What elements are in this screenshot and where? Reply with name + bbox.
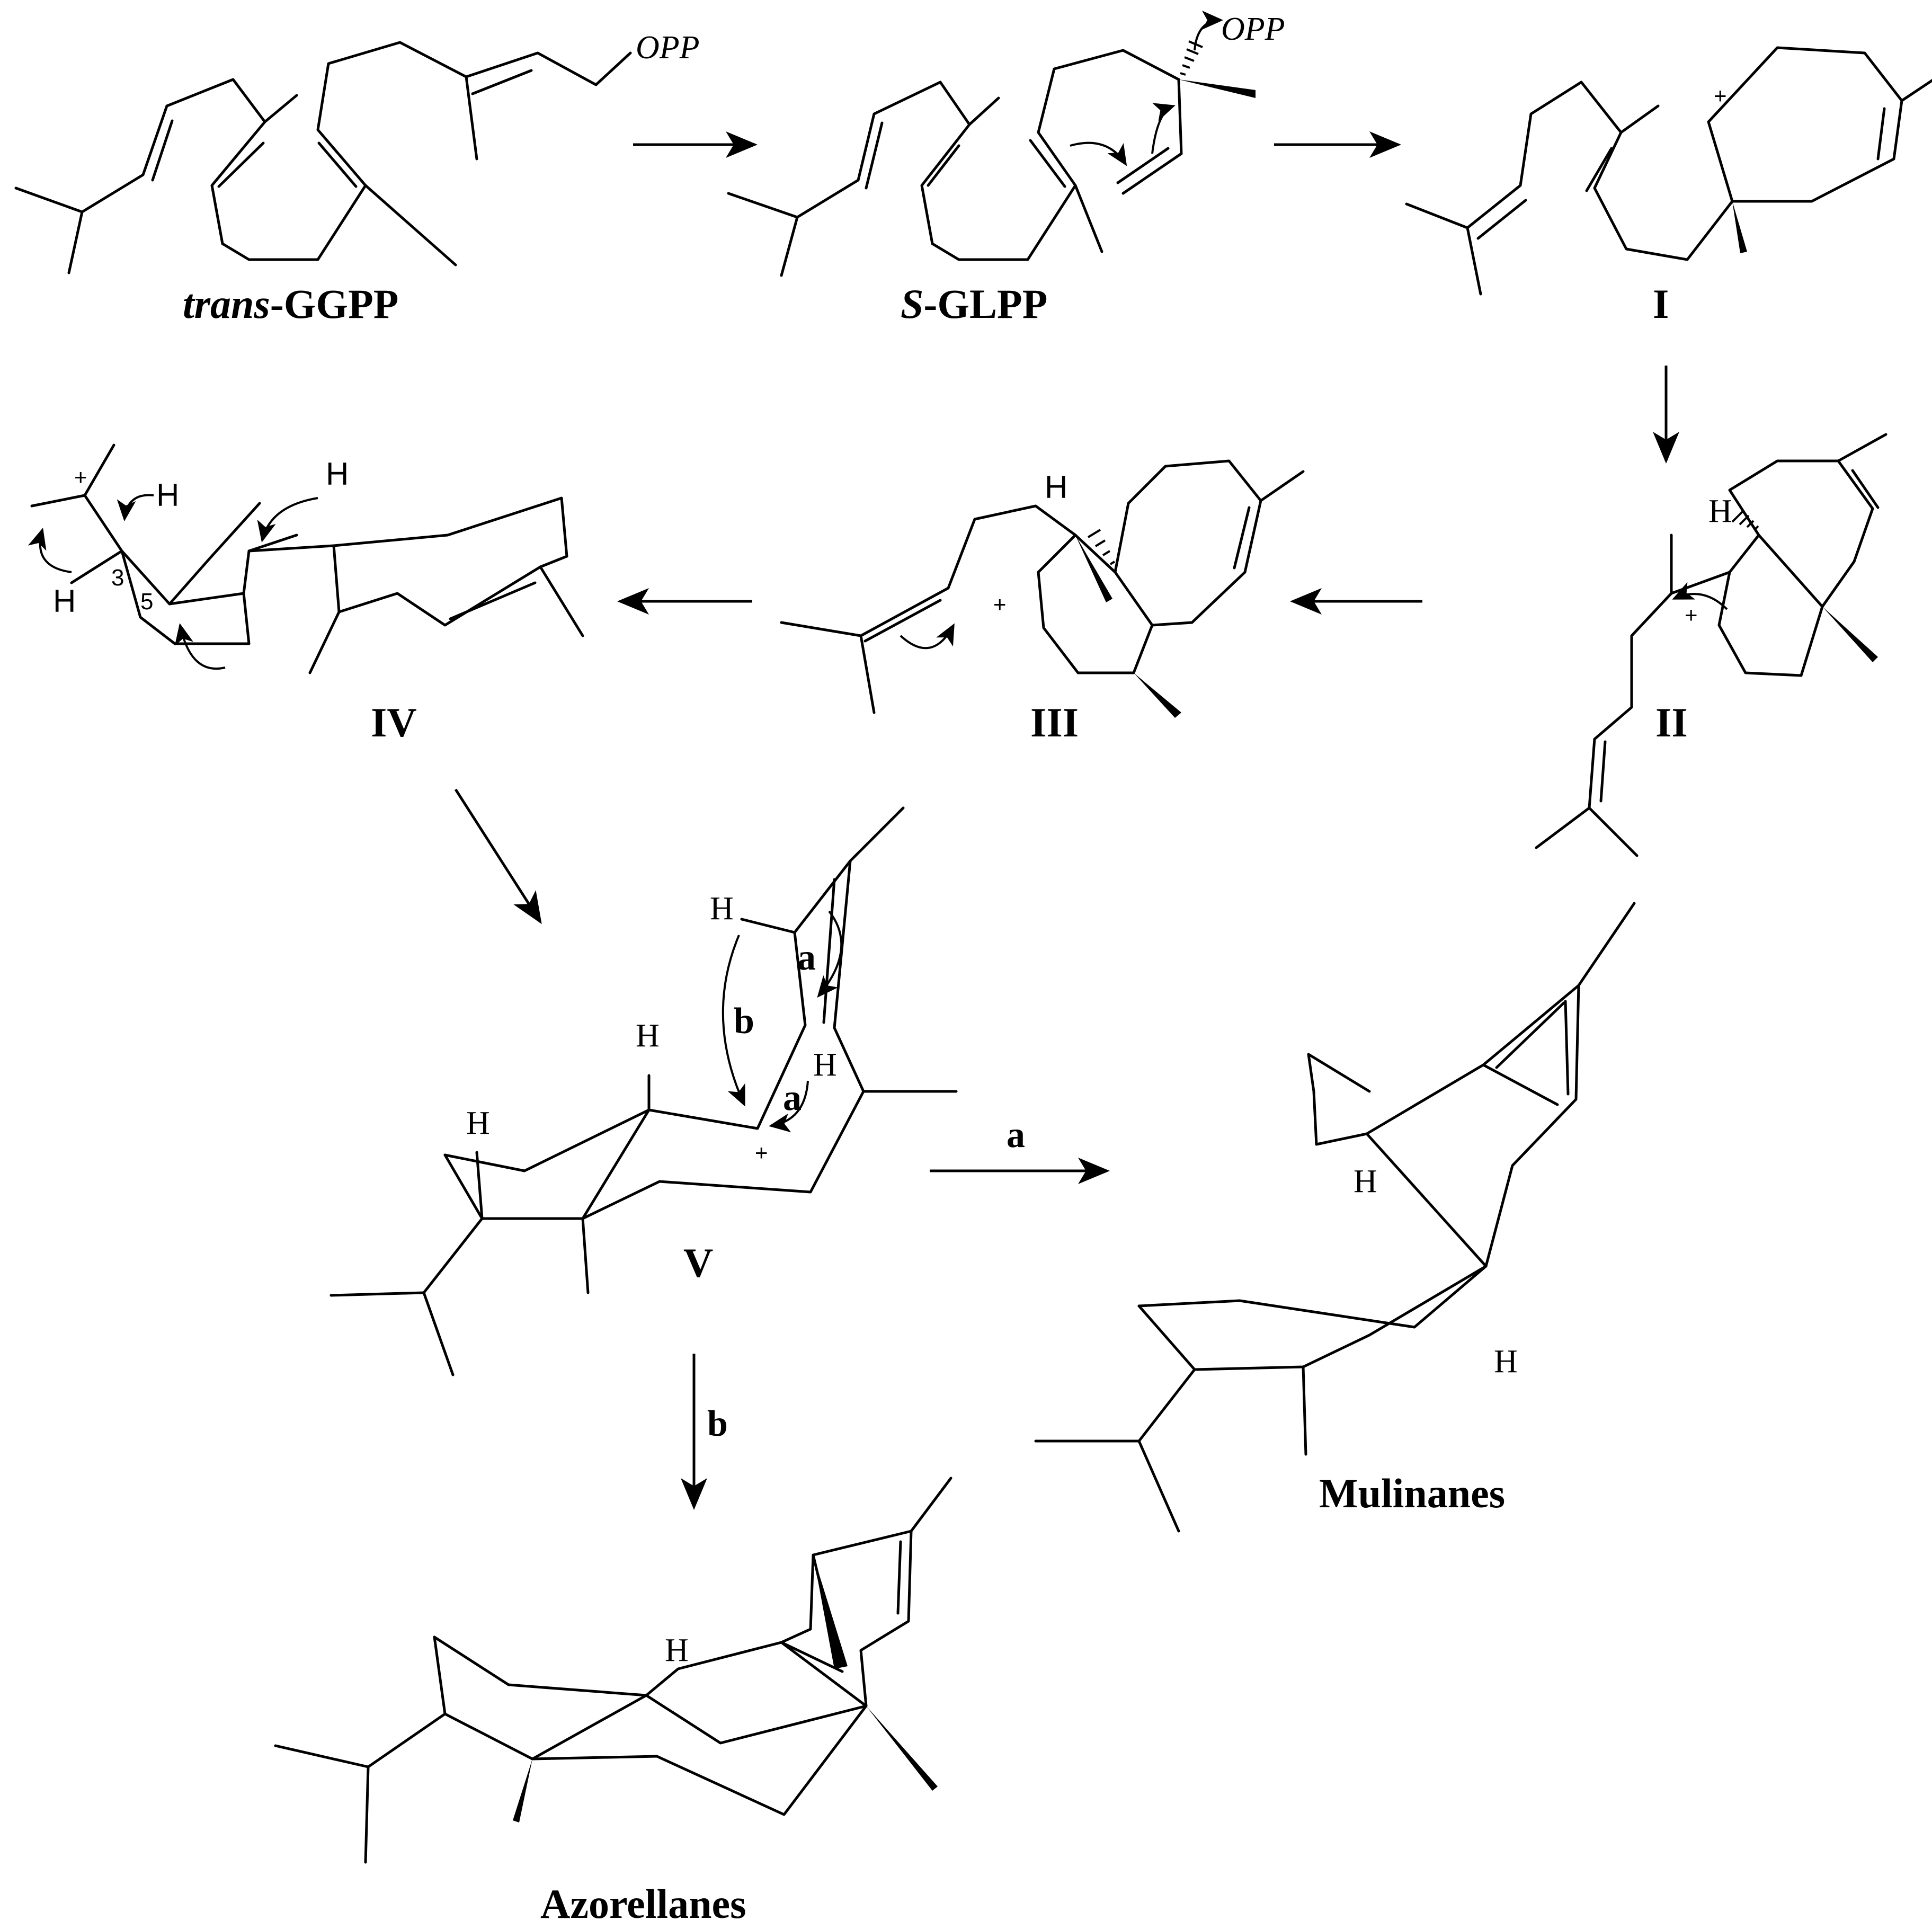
iv-shift-arrow-1 — [117, 494, 154, 521]
v-cation-charge: + — [755, 1140, 768, 1165]
glpp-opp-hash — [1180, 40, 1203, 76]
iv-h-atom-1: H — [156, 477, 179, 513]
iv-shift-arrow-4 — [174, 623, 226, 670]
azorellanes-bridge-wedge — [813, 1555, 848, 1669]
cation-iii-structure — [780, 459, 1305, 714]
iv-locant-5: 5 — [140, 589, 153, 615]
azorellanes-h-atom: H — [665, 1632, 689, 1668]
cation-iv-structure — [30, 443, 584, 674]
v-h-atom-3: H — [813, 1047, 837, 1083]
mulinanes-label: Mulinanes — [1319, 1470, 1505, 1516]
iv-shift-arrow-3 — [28, 528, 72, 573]
iii-h-atom: H — [1045, 469, 1067, 505]
iv-shift-arrow-2 — [257, 497, 318, 543]
iii-methyl-wedge-2 — [1134, 673, 1181, 718]
glpp-opp-label: OPP — [1221, 11, 1285, 47]
mulinanes-structure — [1034, 902, 1636, 1533]
pathway-a-label: a — [1007, 1115, 1025, 1155]
v-arrow-a-2 — [769, 1080, 809, 1133]
compound-i-label: I — [1653, 281, 1669, 327]
v-h-atom-1: H — [710, 891, 734, 927]
azorellanes-structure — [274, 1477, 952, 1864]
compound-iii-label: III — [1030, 699, 1079, 745]
pathway-b-label: b — [707, 1403, 728, 1444]
compound-iv-label: IV — [371, 699, 417, 745]
v-arrow-a-1 — [817, 910, 843, 998]
azorellanes-label: Azorellanes — [540, 1881, 746, 1927]
iv-locant-3: 3 — [111, 565, 124, 591]
iv-cation-charge: + — [74, 465, 87, 490]
i-cation-charge: + — [1714, 83, 1727, 108]
v-pathway-a-label-2: a — [783, 1078, 802, 1118]
s-glpp-label: S-GLPP — [901, 281, 1047, 327]
compound-v-label: V — [683, 1240, 713, 1286]
ii-shift-arrow — [1672, 582, 1728, 610]
v-h-atom-2: H — [636, 1018, 660, 1054]
arrow-iv-to-v — [454, 788, 542, 925]
ii-methyl-wedge — [1822, 607, 1878, 662]
mulinanes-h-atom-1: H — [1354, 1163, 1377, 1199]
iv-h-atom-3: H — [53, 583, 76, 619]
ii-h-atom: H — [1708, 493, 1732, 529]
ii-h-hash — [1731, 509, 1759, 531]
compound-ii-label: II — [1655, 699, 1688, 745]
azorellanes-methyl-wedge-1 — [513, 1759, 532, 1823]
azorellanes-methyl-wedge-2 — [866, 1706, 938, 1791]
ii-cation-charge: + — [1685, 602, 1698, 627]
trans-ggpp-structure — [14, 41, 632, 274]
glpp-ionization-arrow — [1194, 11, 1223, 51]
glpp-methyl-wedge — [1179, 79, 1256, 98]
v-pathway-b-label: b — [734, 1001, 754, 1042]
iii-methyl-wedge-1 — [1075, 535, 1112, 602]
v-h-atom-4: H — [466, 1105, 490, 1141]
mulinanes-h-atom-2: H — [1494, 1344, 1518, 1380]
cation-i-structure — [1405, 46, 1932, 296]
glpp-cyclization-arrow-1 — [1070, 141, 1127, 166]
ggpp-opp-label: OPP — [636, 30, 700, 66]
i-methyl-wedge — [1732, 201, 1747, 253]
iv-h-atom-2: H — [326, 456, 349, 492]
v-pathway-a-label-1: a — [797, 937, 816, 978]
iii-cyclization-arrow — [900, 623, 955, 650]
iii-h-hash — [1087, 529, 1116, 565]
v-arrow-b — [722, 935, 745, 1107]
cation-v-structure — [330, 806, 958, 1376]
iii-cation-charge: + — [993, 592, 1007, 617]
glpp-cyclization-arrow-2 — [1151, 103, 1176, 154]
trans-ggpp-label: trans-GGPP — [183, 281, 398, 327]
s-glpp-structure — [727, 49, 1183, 277]
